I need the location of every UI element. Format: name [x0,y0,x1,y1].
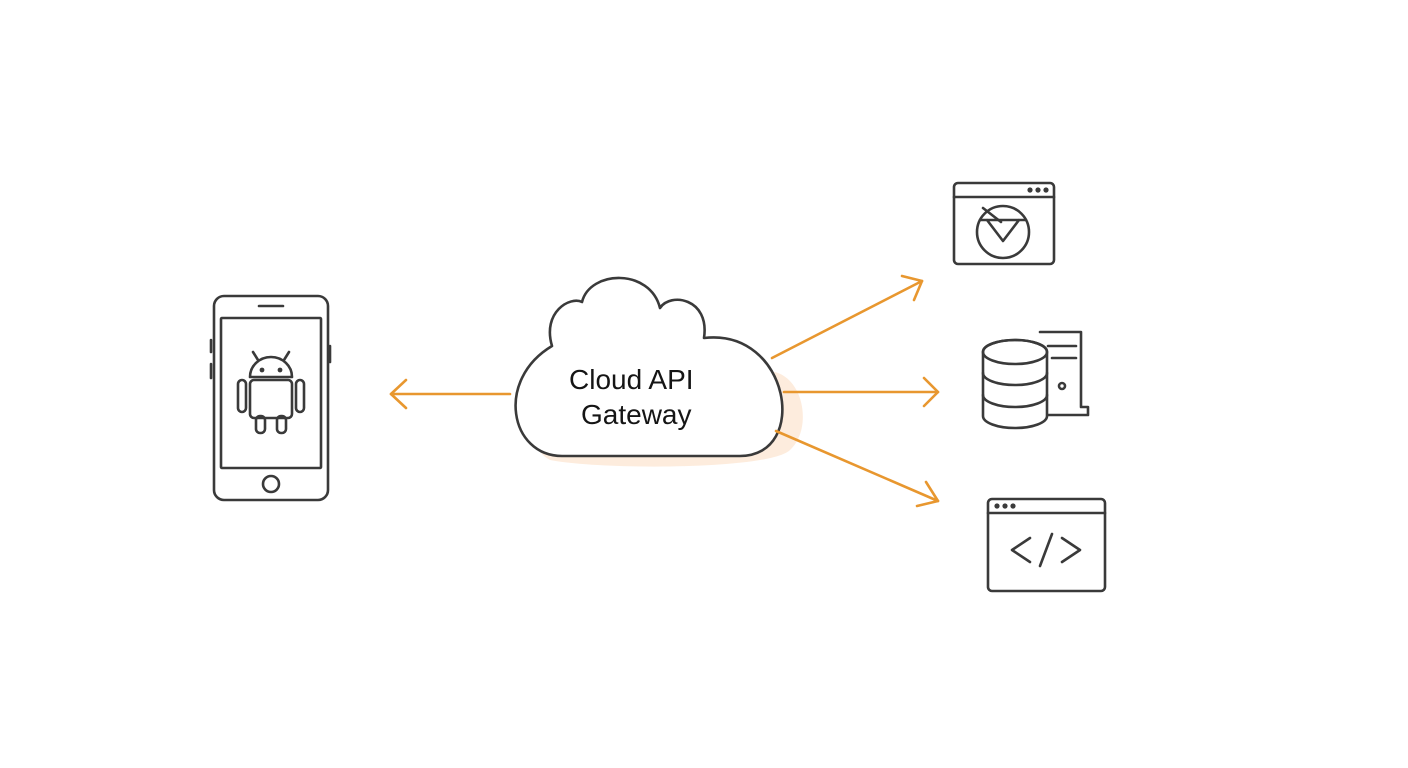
browser-triangle-slash [981,206,1003,224]
phone-body [212,294,330,502]
arrow-to-client-head [389,378,408,410]
android-antenna-right [282,350,291,362]
phone-home-button [261,474,281,494]
arrow-to-bottom-service-line [774,429,940,503]
database-top [981,338,1049,366]
android-arm-right [294,378,306,414]
phone-screen [219,316,323,470]
editor-dot-2 [1002,503,1008,509]
code-slash [1038,532,1054,568]
arrow-to-top-service [770,274,924,360]
android-phone-icon [209,294,332,502]
browser-circle-mark [975,204,1031,260]
browser-dot-2 [1035,187,1041,193]
arrow-to-middle-service [782,376,940,408]
android-eye-left [259,367,265,373]
code-bracket-left [1010,536,1032,564]
database-ring-2 [981,393,1049,409]
cloud-icon [514,276,784,458]
editor-dot-3 [1010,503,1016,509]
android-robot-icon [236,350,306,435]
arrow-to-middle-service-head [922,376,940,408]
browser-dot-1 [1027,187,1033,193]
flow-arrows [389,274,940,508]
arrow-to-client [389,378,512,410]
browser-dot-3 [1043,187,1049,193]
code-bracket-right [1060,536,1082,564]
cloud-gateway: Cloud API Gateway [514,276,784,458]
arrow-to-top-service-head [900,274,924,302]
android-antenna-left [251,350,260,362]
browser-triangle-mark [978,218,1028,243]
arrow-to-top-service-line [770,279,924,360]
arrow-to-bottom-service-head [915,480,940,508]
editor-dot-1 [994,503,1000,509]
code-editor-window-icon [986,497,1107,593]
gateway-label-line2: Gateway [581,399,692,430]
android-eye-right [277,367,283,373]
server-tower [1038,330,1090,417]
database-server-icon [981,330,1090,430]
gateway-label-line1: Cloud API [569,364,694,395]
android-arm-left [236,378,248,414]
database-ring-1 [981,371,1049,387]
arrow-to-bottom-service [774,429,940,508]
server-light [1057,381,1067,391]
browser-window-triangle-icon [952,181,1056,266]
android-head [248,355,294,379]
editor-frame [986,497,1107,593]
android-leg-left [254,414,267,435]
android-leg-right [275,414,288,435]
browser-frame [952,181,1056,266]
android-body [248,378,294,420]
